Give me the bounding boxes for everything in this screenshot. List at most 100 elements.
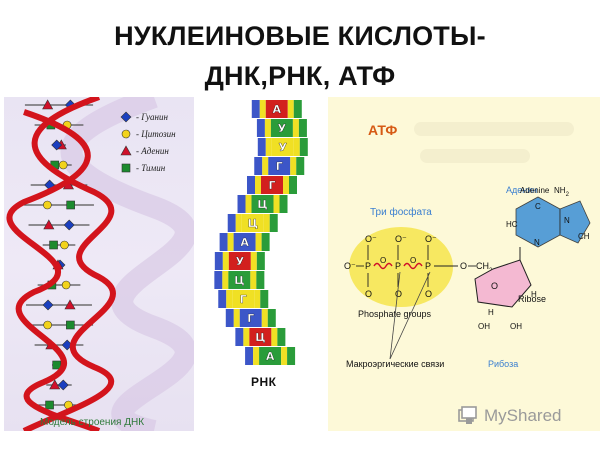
ring-hc: HC	[506, 220, 518, 229]
base-square	[52, 360, 61, 370]
rna-base-segment: Ц	[227, 214, 278, 232]
dna-strand-b	[22, 97, 116, 431]
adenine-en-label: Adenine	[520, 186, 550, 195]
ring-c-a: C	[535, 202, 541, 211]
base-circle	[43, 320, 52, 330]
atp-heading: АТФ	[368, 122, 397, 138]
nh2-group: NH2	[554, 186, 570, 198]
rna-base-segment: У	[257, 138, 308, 156]
base-circle	[58, 160, 68, 170]
ghost-text-line	[414, 122, 574, 136]
rna-label: РНК	[251, 375, 277, 389]
dna-strand-a	[6, 109, 101, 431]
ring-ch: CH	[578, 232, 590, 241]
base-square	[66, 320, 75, 330]
phosphate-o-bottom: O	[425, 289, 432, 299]
base-triangle	[49, 379, 61, 390]
rna-base-segment: Г	[225, 309, 276, 327]
rna-base-letter: А	[273, 103, 282, 116]
adenine-ring-five	[559, 200, 591, 244]
rna-base-segment: А	[245, 347, 296, 365]
rna-base-letter: У	[279, 141, 288, 154]
bridge-oxygen: O	[380, 256, 386, 265]
phosphate-o-bottom: O	[395, 289, 402, 299]
watermark: MyShared	[458, 406, 561, 426]
rna-base-segment: Ц	[214, 271, 265, 289]
dna-caption: Модель строения ДНК	[40, 417, 145, 428]
page-title-line-1: НУКЛЕИНОВЫЕ КИСЛОТЫ-	[114, 21, 486, 51]
legend-label: - Цитозин	[136, 129, 176, 139]
rna-base-letter: Г	[276, 160, 283, 173]
legend-triangle-icon	[120, 145, 132, 156]
three-phosphates-label: Три фосфата	[370, 206, 432, 218]
ring-n-b: N	[534, 238, 540, 247]
rna-base-segment: Ц	[235, 328, 286, 346]
ribose-h-1: H	[488, 308, 494, 317]
ester-oxygen: O	[460, 261, 467, 271]
legend-label: - Аденин	[136, 146, 169, 156]
macroergic-bond	[373, 262, 393, 270]
phosphate-o-minus-top: O⁻	[395, 234, 407, 244]
ribose-en-label: Ribose	[518, 294, 546, 304]
ghost-text-line	[420, 149, 530, 163]
base-triangle	[43, 219, 55, 230]
rna-base-letter: Ц	[234, 274, 244, 287]
base-square	[66, 200, 75, 210]
base-square	[45, 400, 54, 410]
legend-label: - Гуанин	[136, 112, 168, 122]
base-circle	[61, 280, 71, 290]
rna-base-letter: У	[236, 255, 245, 268]
base-diamond	[57, 379, 69, 391]
rna-base-letter: У	[278, 122, 287, 135]
base-circle	[43, 200, 52, 210]
ribose-oxygen: O	[491, 281, 498, 291]
rna-base-letter: Г	[240, 293, 247, 306]
dna-helix-diagram: - Гуанин - Цитозин - Аденин - Тимин	[6, 97, 194, 431]
dna-model-panel: - Гуанин - Цитозин - Аденин - Тимин	[4, 97, 194, 431]
rna-base-segment: Г	[254, 157, 305, 175]
ribose-ru-label: Рибоза	[488, 359, 518, 369]
rna-base-segment: Ц	[237, 195, 288, 213]
macroergic-bond	[403, 262, 423, 270]
phosphate-p: P	[425, 261, 431, 271]
base-square	[49, 240, 58, 250]
legend-square-icon	[121, 163, 131, 173]
bridge-oxygen: O	[410, 256, 416, 265]
base-circle	[60, 240, 69, 250]
phosphate-p: P	[365, 261, 371, 271]
ring-n-a: N	[564, 216, 570, 225]
legend-label: - Тимин	[136, 163, 166, 173]
rna-base-letter: Ц	[255, 331, 265, 344]
ribose-h-2: H	[531, 290, 537, 299]
legend-circle-icon	[121, 129, 131, 139]
base-diamond	[63, 219, 75, 231]
rna-base-letter: Г	[247, 312, 254, 325]
base-triangle	[42, 99, 54, 110]
myshared-logo-icon	[458, 406, 477, 424]
phosphate-glow	[349, 227, 453, 307]
base-triangle	[64, 299, 76, 310]
ribose-oh-2: OH	[510, 322, 522, 331]
phosphate-o-minus-left: O⁻	[344, 261, 356, 271]
phosphate-p: P	[395, 261, 401, 271]
ribose-oh-1: OH	[478, 322, 490, 331]
page-title-line-2: ДНК,РНК, АТФ	[204, 61, 396, 91]
rna-base-segment: У	[256, 119, 307, 137]
rna-base-letter: Г	[268, 179, 275, 192]
base-diamond	[42, 299, 54, 311]
rna-base-segment: Г	[246, 176, 297, 194]
rna-base-letter: А	[240, 236, 249, 249]
rna-base-letter: Ц	[248, 217, 258, 230]
rna-base-segment: Г	[218, 290, 269, 308]
adenine-ru-label: Аденин	[506, 185, 537, 195]
watermark-brand: MyShared	[484, 406, 562, 425]
macroergic-bonds-label: Макроэргические связи	[346, 359, 444, 369]
phosphate-o-minus-top: O⁻	[365, 234, 377, 244]
rna-base-letter: Ц	[257, 198, 267, 211]
phosphate-o-bottom: O	[365, 289, 372, 299]
legend-diamond-icon	[120, 111, 132, 123]
base-diamond	[51, 139, 63, 151]
